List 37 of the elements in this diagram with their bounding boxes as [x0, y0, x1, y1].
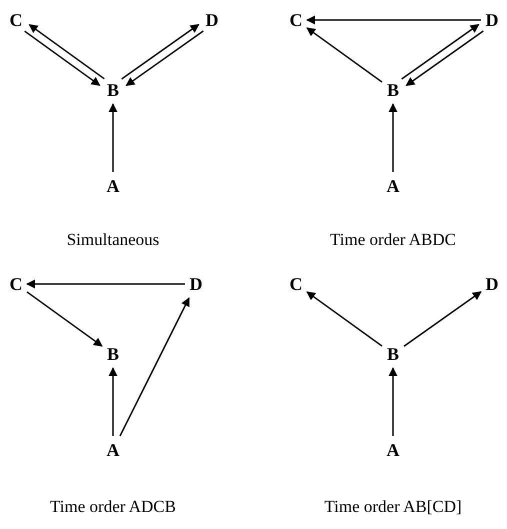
panel-caption: Time order ADCB — [50, 497, 176, 518]
arrow — [119, 297, 190, 436]
arrow — [388, 367, 398, 436]
arrow — [26, 291, 103, 347]
arrow — [404, 291, 482, 347]
arrow — [406, 30, 484, 86]
arrow — [121, 24, 200, 80]
node-letter: A — [104, 439, 122, 461]
arrow — [306, 291, 382, 347]
arrow — [306, 27, 382, 83]
arrow — [28, 24, 105, 80]
arrow — [26, 280, 185, 288]
node-letter: B — [384, 343, 402, 365]
node-letter: A — [384, 439, 402, 461]
node-letter: B — [104, 343, 122, 365]
node-letter: C — [7, 273, 25, 295]
arrow — [108, 367, 118, 436]
node-letter: D — [483, 9, 501, 31]
node-letter: B — [384, 79, 402, 101]
arrow — [108, 103, 118, 172]
node-letter: D — [203, 9, 221, 31]
arrow — [24, 30, 100, 86]
node-letter: A — [384, 175, 402, 197]
node-letter: D — [483, 273, 501, 295]
node-letter: C — [287, 273, 305, 295]
arrow — [126, 30, 204, 86]
arrow — [388, 103, 398, 172]
panel-caption: Time order ABDC — [330, 230, 456, 250]
node-letter: B — [104, 79, 122, 101]
panel-caption: Simultaneous — [66, 230, 160, 250]
node-letter: A — [104, 175, 122, 197]
node-letter: C — [287, 9, 305, 31]
arrow — [401, 24, 480, 80]
arrow — [306, 16, 481, 24]
node-letter: D — [187, 273, 205, 295]
node-letter: C — [7, 9, 25, 31]
panel-caption: Time order AB[CD] — [324, 497, 462, 518]
